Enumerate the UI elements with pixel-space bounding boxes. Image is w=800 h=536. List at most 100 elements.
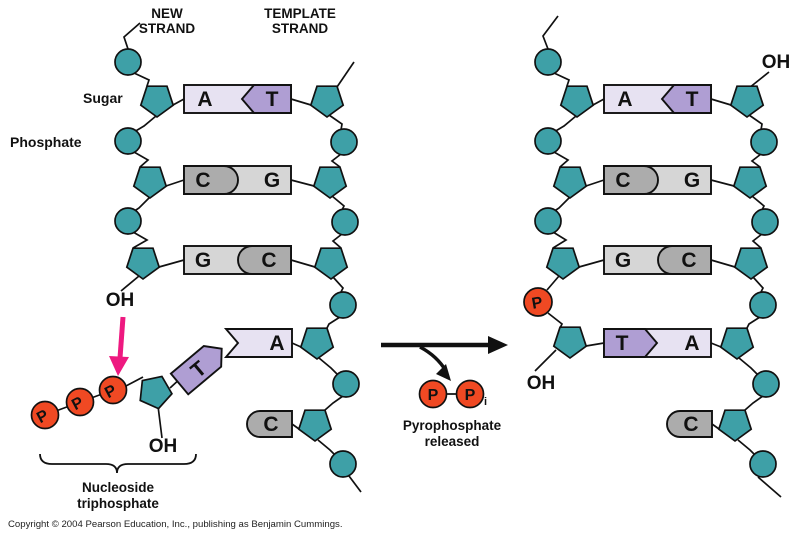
phosphate-circle [329, 450, 357, 478]
sugar-pentagon [299, 327, 335, 360]
base-label: A [617, 88, 632, 111]
phosphate-circle [114, 127, 142, 155]
base-label: C [615, 169, 630, 192]
sugar-pentagon [132, 166, 168, 199]
sugar-pentagon [313, 247, 349, 280]
base-label: G [195, 249, 211, 272]
right-template-strand-backbone: OH [710, 52, 791, 498]
p-subscript-i: i [484, 396, 487, 408]
reaction-arrow-group [381, 336, 508, 381]
base-c [603, 165, 659, 195]
phosphate-circle [752, 370, 780, 398]
right-diagram: P OH OH [523, 15, 791, 498]
phosphate-circle [534, 207, 562, 235]
insertion-arrow-shaft [117, 316, 126, 359]
sugar-pentagon [135, 374, 176, 413]
sugar-pentagon [552, 166, 588, 199]
phosphate-circle [330, 128, 358, 156]
base-c [237, 245, 292, 275]
template-strand-label-line1: TEMPLATE [264, 6, 336, 21]
sugar-pentagon [732, 166, 768, 199]
triphosphate-p-circle [98, 375, 128, 405]
sugar-pentagon [312, 166, 348, 199]
triphosphate-p-circle [65, 387, 95, 417]
right-base-pairs: A T C G G C T A C [603, 84, 713, 438]
base-label: C [681, 249, 696, 272]
oh-label-left-3prime: OH [106, 290, 135, 311]
reaction-arrow-head [488, 336, 508, 354]
sugar-pentagon [125, 247, 161, 280]
phosphate-circle [534, 127, 562, 155]
phosphate-circle [332, 370, 360, 398]
sugar-pentagon [139, 85, 175, 118]
release-arrow-head [436, 364, 451, 381]
phosphate-circle [114, 207, 142, 235]
p-letter: P [465, 387, 476, 404]
base-c [183, 165, 239, 195]
pyrophosphate-label-line1: Pyrophosphate [403, 418, 502, 433]
pyrophosphate-p-circle [418, 379, 448, 409]
phosphate-circle [749, 450, 777, 478]
right-new-strand-backbone: P OH [523, 15, 605, 394]
left-base-pairs: A T C G G C A C [183, 84, 293, 438]
base-t [240, 84, 292, 114]
template-strand-label-line2: STRAND [272, 21, 328, 36]
base-label: G [615, 249, 631, 272]
sugar-pentagon [717, 409, 753, 442]
base-a-template-unpaired [223, 328, 293, 358]
base-c [657, 245, 712, 275]
sugar-label: Sugar [83, 90, 123, 106]
phosphate-label: Phosphate [10, 134, 82, 150]
base-label: A [269, 332, 284, 355]
base-t [660, 84, 712, 114]
brace [39, 453, 197, 474]
nucleoside-triphosphate-group: P P P T OH Nucleoside triphosphate [30, 316, 223, 511]
phosphate-circle [751, 208, 779, 236]
base-label: T [266, 88, 279, 111]
left-new-strand-backbone: OH [106, 22, 185, 311]
triphosphate-p-circle [30, 400, 60, 430]
insertion-arrow-head [109, 356, 129, 376]
base-label: C [261, 249, 276, 272]
oh-label-right-template: OH [762, 52, 791, 73]
oh-label-right-3prime: OH [527, 373, 556, 394]
incoming-t-base: T [169, 345, 223, 396]
phosphate-circle [114, 48, 142, 76]
phosphate-circle [534, 48, 562, 76]
sugar-pentagon [733, 247, 769, 280]
base-label: G [264, 169, 280, 192]
strand-labels: NEW STRAND TEMPLATE STRAND Sugar Phospha… [10, 6, 336, 150]
sugar-pentagon [309, 85, 345, 118]
phosphate-circle [331, 208, 359, 236]
base-c-template-unpaired [666, 410, 713, 438]
base-label: G [684, 169, 700, 192]
base-c-template-unpaired [246, 410, 293, 438]
left-template-strand-backbone [290, 61, 362, 493]
base-label: T [686, 88, 699, 111]
sugar-pentagon [559, 85, 595, 118]
oh-label-triphosphate-sugar: OH [149, 436, 178, 457]
phosphate-circle [329, 291, 357, 319]
sugar-pentagon [719, 327, 755, 360]
sugar-pentagon [552, 326, 588, 359]
sugar-pentagon [297, 409, 333, 442]
p-letter: P [428, 387, 439, 404]
sugar-pentagon [545, 247, 581, 280]
phosphate-circle [749, 291, 777, 319]
base-label: C [195, 169, 210, 192]
left-diagram: OH [30, 22, 362, 511]
nucleoside-triphosphate-label-line2: triphosphate [77, 496, 159, 511]
base-label: A [197, 88, 212, 111]
pyrophosphate-label-line2: released [425, 434, 480, 449]
p-letter: P [530, 294, 544, 313]
new-phosphate-circle [523, 287, 553, 317]
pyrophosphate-p-circle [455, 379, 485, 409]
base-label: T [616, 332, 629, 355]
base-label: A [684, 332, 699, 355]
nucleoside-triphosphate-label-line1: Nucleoside [82, 480, 155, 495]
sugar-pentagon [729, 85, 765, 118]
base-t-newly-added [603, 328, 659, 358]
phosphate-circle [750, 128, 778, 156]
